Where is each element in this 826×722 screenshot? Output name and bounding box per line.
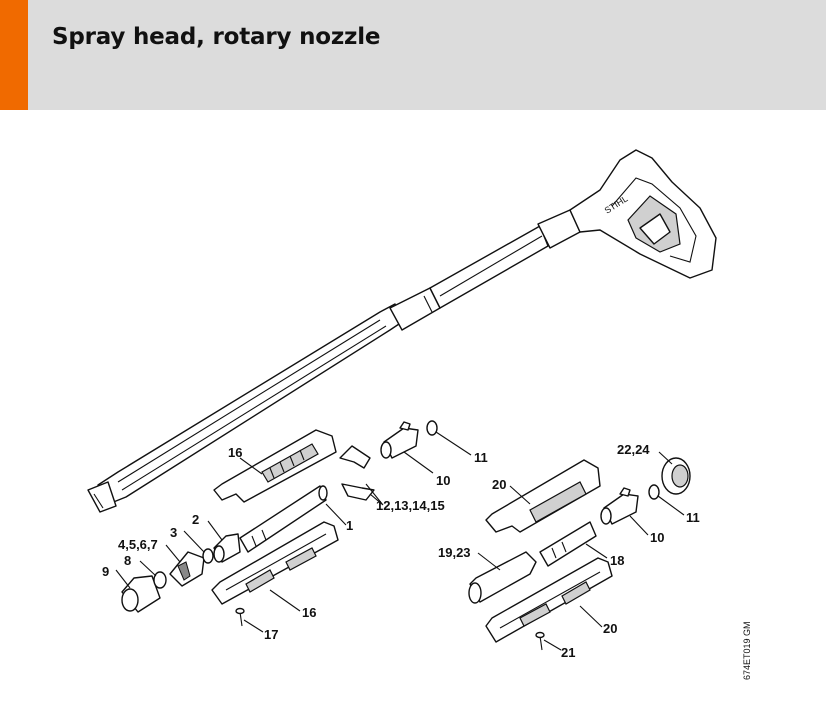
part-20-upper-shell: [485, 459, 601, 533]
drawing-code: 674ET019 GM: [742, 621, 752, 680]
callout-20-lower: 20: [603, 621, 617, 636]
callout-12-13-14-15: 12,13,14,15: [376, 498, 445, 513]
part-3-o-ring: [202, 548, 214, 564]
callout-1: 1: [346, 518, 353, 533]
callout-16-upper: 16: [228, 445, 242, 460]
callout-18: 18: [610, 553, 624, 568]
callout-16-lower: 16: [302, 605, 316, 620]
spray-lance: STIHL: [87, 149, 717, 513]
part-22-24-ring: [661, 457, 691, 495]
part-4-7-rotary-nozzle: [169, 551, 205, 587]
callout-10-upper: 10: [436, 473, 450, 488]
part-10-coupling-upper: [380, 421, 419, 459]
header-bar: [0, 0, 826, 110]
part-11-o-ring-lower: [648, 484, 660, 500]
callout-22-24: 22,24: [617, 442, 650, 457]
part-20-lower-shell: [485, 557, 613, 643]
part-1-tube: [239, 485, 328, 553]
part-18-tube: [539, 521, 597, 567]
part-12-15-clips: [339, 445, 375, 501]
callout-19-23: 19,23: [438, 545, 471, 560]
accent-stripe: [0, 0, 28, 110]
callout-20-upper: 20: [492, 477, 506, 492]
callout-11-upper: 11: [474, 450, 488, 465]
part-11-o-ring-upper: [426, 420, 438, 436]
callout-10-lower: 10: [650, 530, 664, 545]
callout-9: 9: [102, 564, 109, 579]
leader-lines: [115, 431, 685, 651]
callout-4-5-6-7: 4,5,6,7: [118, 537, 158, 552]
part-21-screw: [535, 631, 545, 651]
callout-17: 17: [264, 627, 278, 642]
callout-11-lower: 11: [686, 510, 700, 525]
callout-2: 2: [192, 512, 199, 527]
part-8-o-ring: [153, 571, 167, 589]
part-17-screw: [235, 607, 245, 627]
part-16-lower-shell: [211, 521, 339, 605]
callout-3: 3: [170, 525, 177, 540]
callout-labels: 16 1 2 3 4,5,6,7 8 9 10 11 12,13,14,15 1…: [102, 442, 700, 660]
part-2-adapter: [213, 533, 241, 563]
part-16-upper-shell: [213, 429, 337, 503]
callout-8: 8: [124, 553, 131, 568]
part-19-23-valve-body: [468, 551, 537, 604]
part-10-coupling-lower: [600, 487, 639, 525]
callout-21: 21: [561, 645, 575, 660]
page-title: Spray head, rotary nozzle: [52, 24, 381, 50]
